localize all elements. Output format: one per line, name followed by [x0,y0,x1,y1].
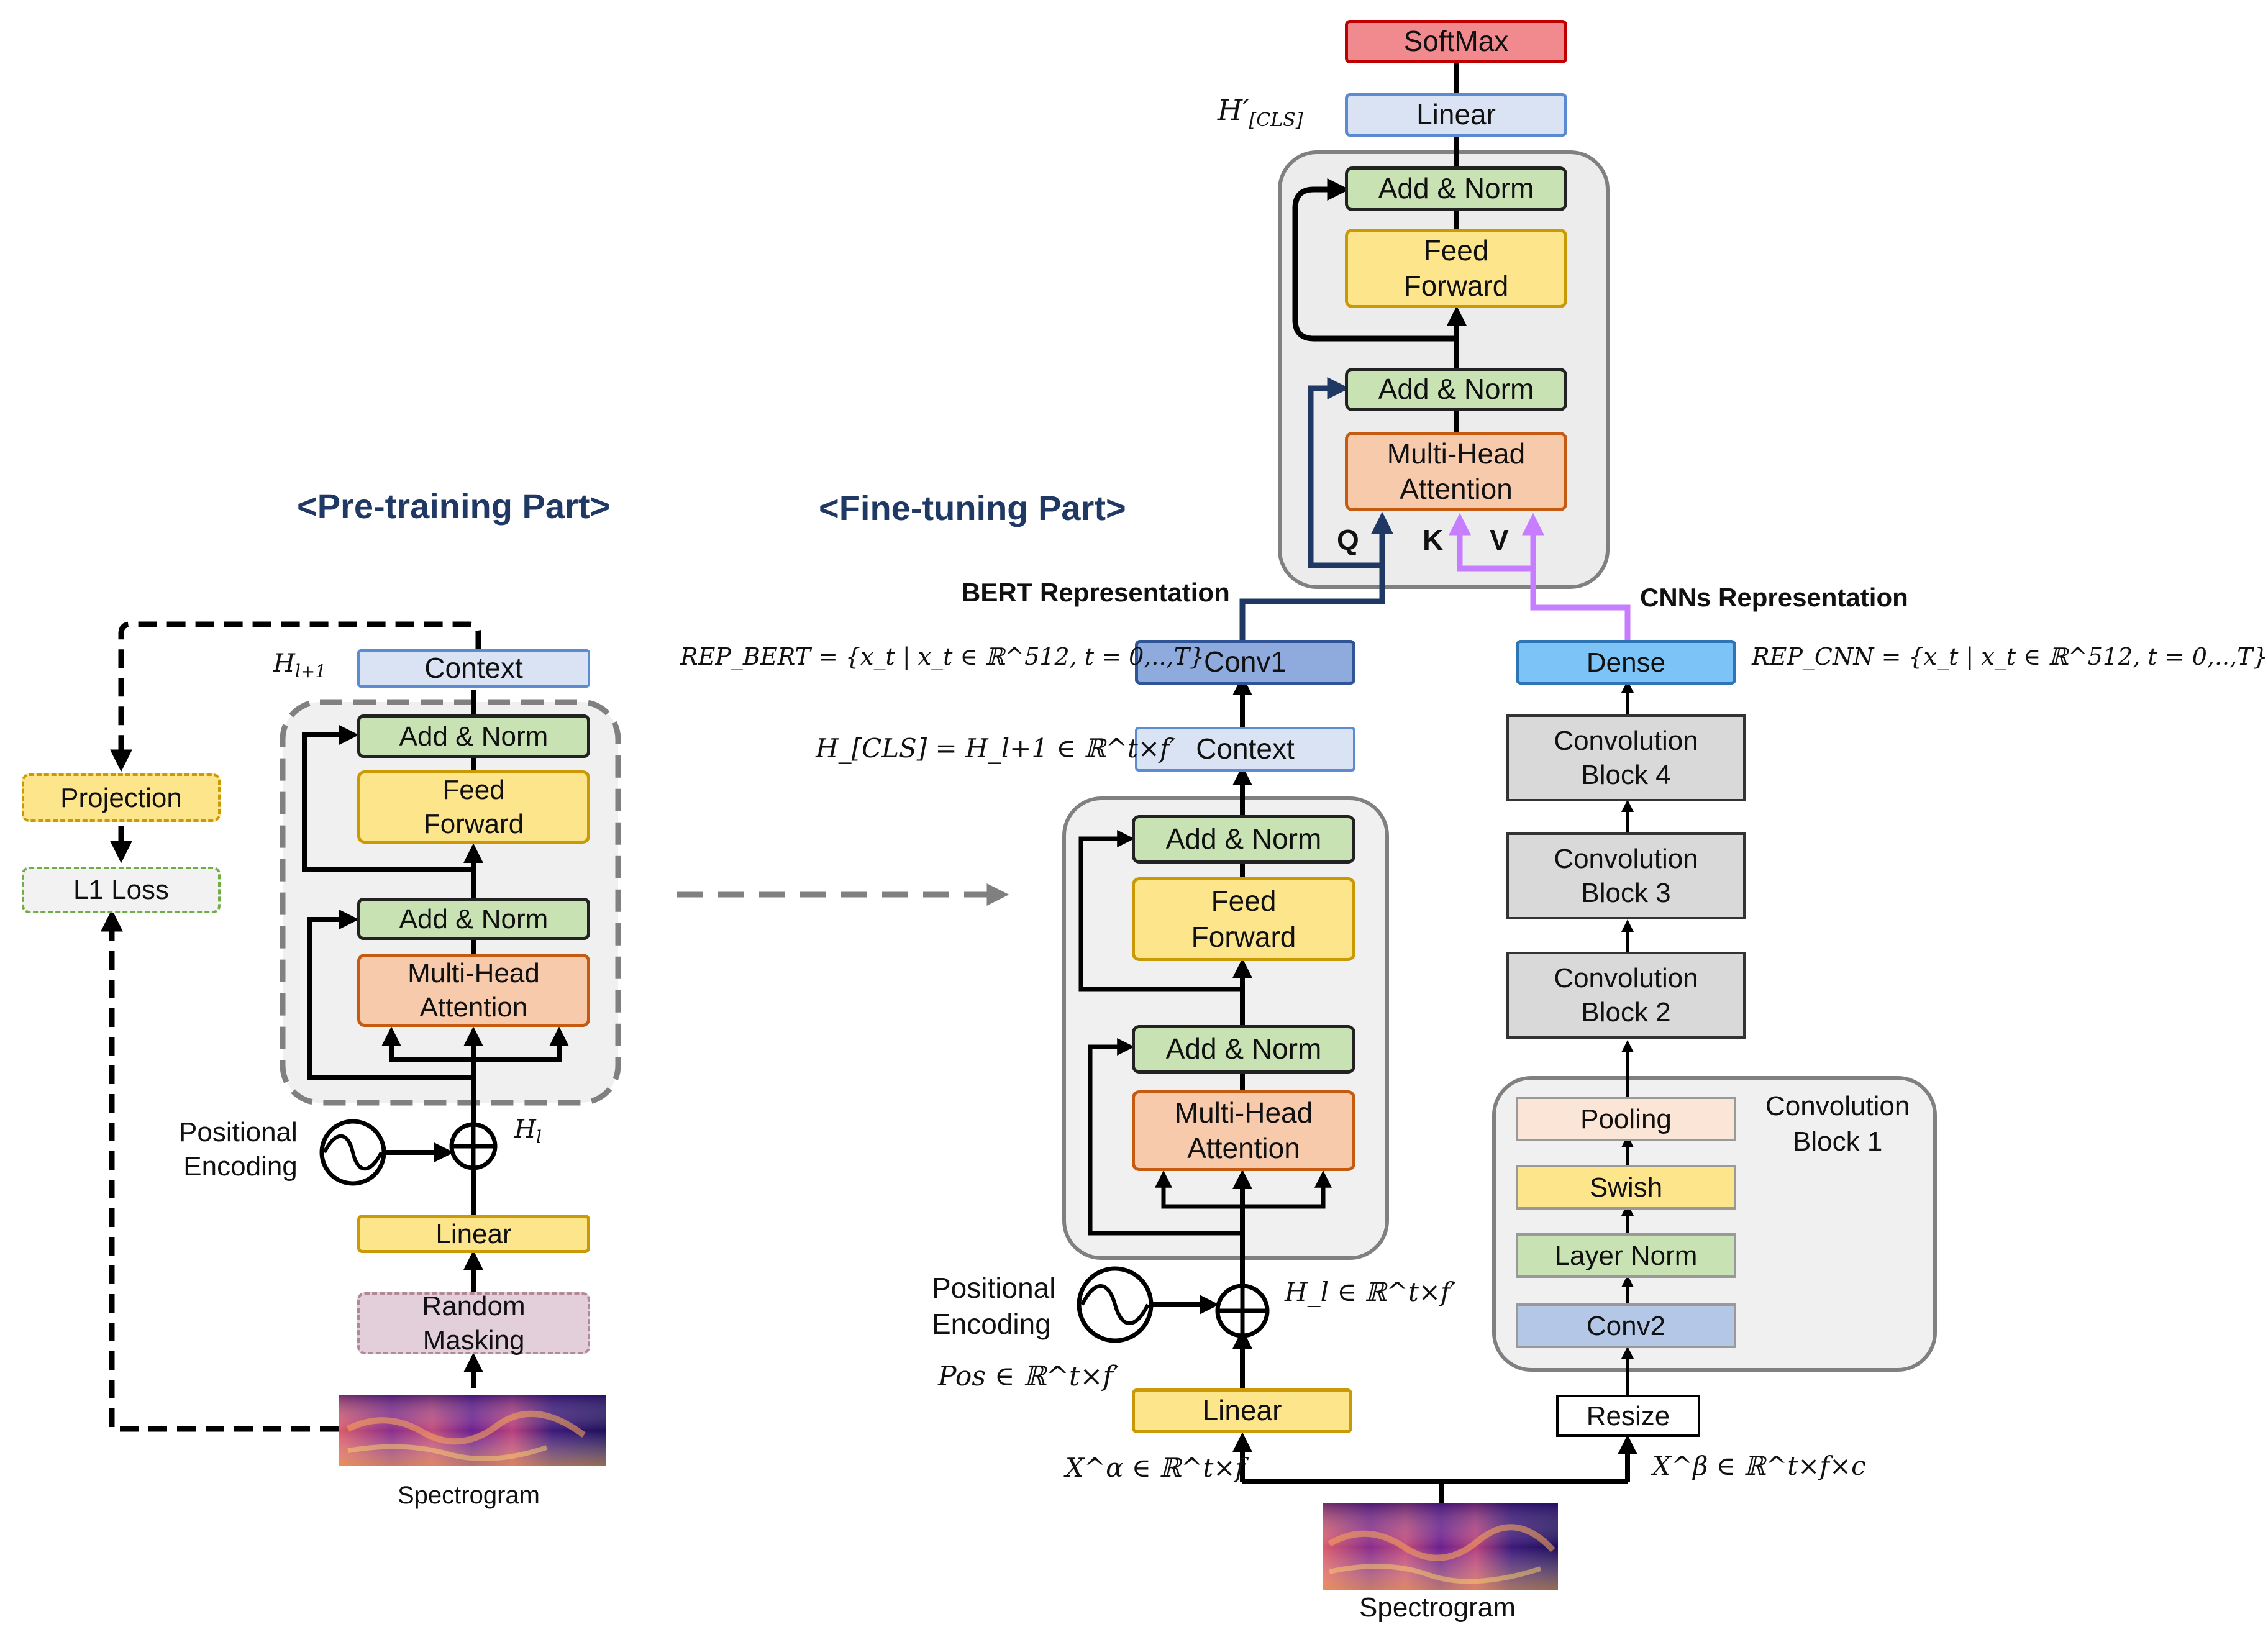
projection-box: Projection [22,773,221,822]
softmax-box: SoftMax [1345,20,1567,63]
finetune-h-cls-equation: H_[CLS] = H_l+1 ∈ ℝ^t×f′ [816,733,1176,764]
top-linear-box: Linear [1345,93,1567,137]
pretrain-feed-forward: Feed Forward [357,770,590,844]
fusion-add-norm-top: Add & Norm [1345,166,1567,211]
conv2-box: Conv2 [1516,1303,1736,1348]
x-alpha-equation: X^α ∈ ℝ^t×f [1065,1452,1245,1483]
conv1-box: Conv1 [1135,640,1355,685]
conv-block-3: Convolution Block 3 [1506,832,1746,919]
pooling-box: Pooling [1516,1097,1736,1141]
v-label: V [1490,524,1509,556]
swish-box: Swish [1516,1165,1736,1210]
finetune-positional-encoding-label: Positional Encoding [932,1272,1056,1340]
dense-box: Dense [1516,640,1736,685]
conv-block-4: Convolution Block 4 [1506,714,1746,801]
conv-block-1-group [1492,1076,1937,1372]
cnns-representation-label: CNNs Representation [1640,583,1908,612]
fusion-add-norm-bottom: Add & Norm [1345,368,1567,411]
finetune-feed-forward: Feed Forward [1132,877,1355,961]
finetune-multi-head-attention: Multi-Head Attention [1132,1090,1355,1171]
finetune-pos-equation: Pos ∈ ℝ^t×f′ [938,1361,1119,1392]
rep-cnn-equation: REP_CNN = {x_t | x_t ∈ ℝ^512, t = 0,..,T… [1752,643,2268,670]
finetune-linear: Linear [1132,1388,1352,1433]
finetune-spectrogram-image [1323,1503,1558,1590]
h-cls-prime-label: H′[CLS] [1218,93,1303,132]
pretrain-add-norm-top: Add & Norm [357,714,590,758]
l1-loss-box: L1 Loss [22,867,221,913]
rep-bert-equation: REP_BERT = {x_t | x_t ∈ ℝ^512, t = 0,..,… [680,643,1205,670]
pretrain-h-l-label: Hl [514,1115,542,1147]
finetuning-heading: <Fine-tuning Part> [819,488,1126,527]
fusion-multi-head-attention: Multi-Head Attention [1345,432,1567,511]
pretrain-multi-head-attention: Multi-Head Attention [357,954,590,1027]
pretrain-linear: Linear [357,1215,590,1253]
k-label: K [1423,524,1444,556]
conv-block-1-label: Convolution Block 1 [1765,1091,1910,1157]
x-beta-equation: X^β ∈ ℝ^t×f×c [1652,1451,1866,1481]
finetune-h-l-equation: H_l ∈ ℝ^t×f′ [1285,1277,1457,1307]
pretrain-spectrogram-label: Spectrogram [398,1482,540,1509]
pretrain-context-box: Context [357,649,590,688]
pretrain-spectrogram-image [339,1395,606,1466]
finetune-add-norm-1: Add & Norm [1132,1025,1355,1074]
pretrain-add-norm-bottom: Add & Norm [357,898,590,940]
finetune-spectrogram-label: Spectrogram [1359,1592,1516,1623]
resize-box: Resize [1556,1395,1700,1437]
pretrain-random-masking: Random Masking [357,1291,590,1356]
finetune-context-box: Context [1135,727,1355,772]
q-label: Q [1337,524,1359,556]
pretrain-h-l1-label: Hl+1 [273,649,327,682]
finetune-add-norm-2: Add & Norm [1132,815,1355,864]
layer-norm-box: Layer Norm [1516,1233,1736,1278]
fusion-feed-forward: Feed Forward [1345,229,1567,308]
bert-representation-label: BERT Representation [962,578,1230,607]
conv-block-2: Convolution Block 2 [1506,952,1746,1039]
pretraining-heading: <Pre-training Part> [297,486,611,526]
pretrain-positional-encoding-label: Positional Encoding [179,1117,298,1182]
